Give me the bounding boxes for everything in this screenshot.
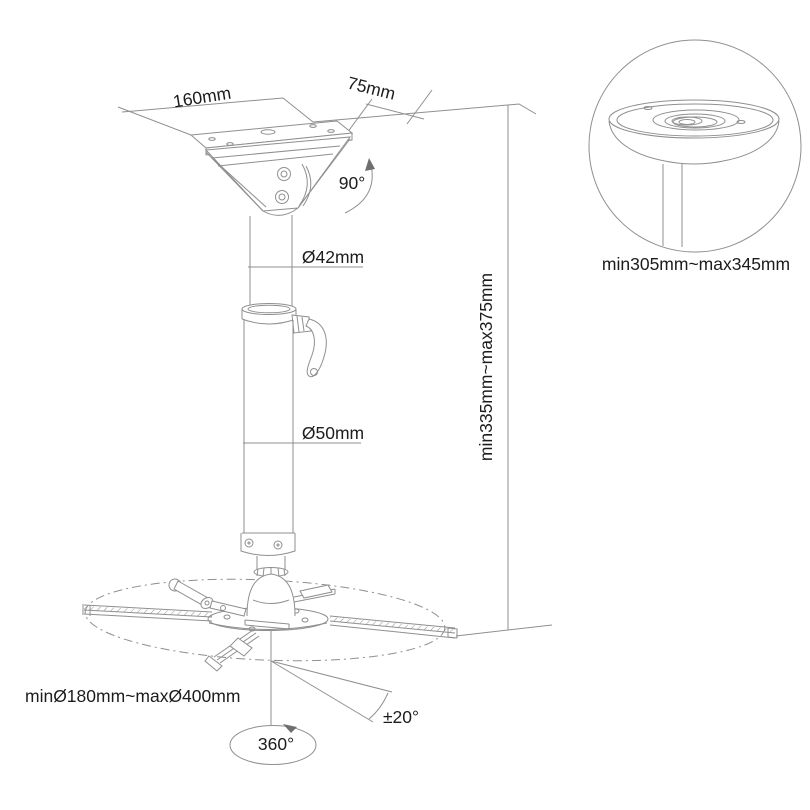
rotation-label: 360° xyxy=(258,734,294,754)
ball-joint-dome xyxy=(247,574,295,616)
inner-tube-diameter-label: Ø42mm xyxy=(302,247,364,267)
cap-screw xyxy=(274,541,282,549)
ball-joint xyxy=(254,556,288,577)
swivel-angle-indicator xyxy=(345,158,375,213)
cap-screw xyxy=(245,539,253,547)
spider-arms xyxy=(83,585,552,671)
ceiling-cover-detail xyxy=(609,100,779,247)
plate-width-label: 160mm xyxy=(172,83,233,112)
collar-clamp xyxy=(242,304,296,325)
back-arm xyxy=(294,585,335,602)
detail-view xyxy=(589,40,801,252)
outer-tube xyxy=(241,320,361,556)
height-range-label: min335mm~max375mm xyxy=(476,273,496,461)
tilt-range-label: ±20° xyxy=(383,707,419,727)
span-extension-line xyxy=(456,625,552,636)
dome-seam xyxy=(253,600,289,604)
plate-center-slot xyxy=(261,130,275,134)
swivel-angle-label: 90° xyxy=(339,173,365,193)
front-arm xyxy=(205,630,259,671)
bracket-bolt xyxy=(276,191,289,204)
rotation-arrowhead xyxy=(283,724,297,733)
inner-tube xyxy=(248,215,363,306)
locking-handle xyxy=(292,315,326,377)
tilt-angle-indicator xyxy=(271,661,392,722)
outer-tube-diameter-label: Ø50mm xyxy=(302,423,364,443)
bracket-bolt xyxy=(278,168,291,181)
ceiling-outline xyxy=(118,90,536,135)
mounting-bracket xyxy=(206,137,350,215)
cover-range-label: min305mm~max345mm xyxy=(602,254,790,274)
main-drawing xyxy=(83,90,552,765)
arc-arrowhead xyxy=(365,158,375,171)
arm-span-range-label: minØ180mm~maxØ400mm xyxy=(25,686,240,706)
bracket-slot xyxy=(299,164,307,206)
left-arm xyxy=(83,604,212,621)
rotation-indicator xyxy=(230,631,316,765)
right-arm xyxy=(330,616,552,638)
hub-lever xyxy=(169,579,246,616)
detail-circle xyxy=(589,40,801,252)
